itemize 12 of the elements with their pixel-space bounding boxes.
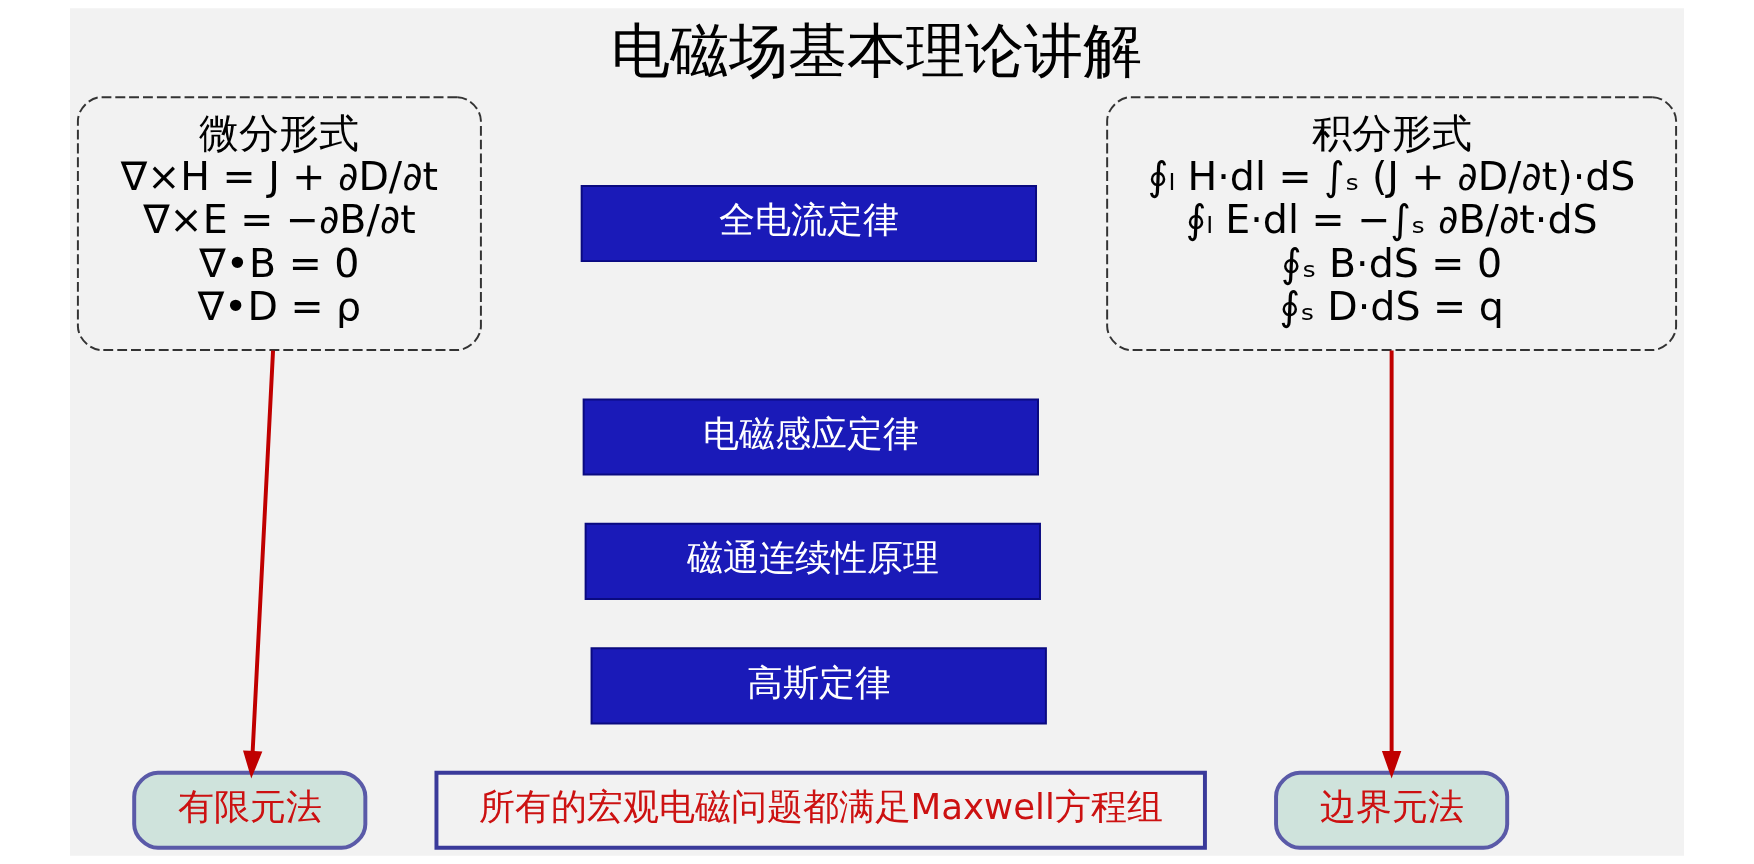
node-box: 边界元法 [1274,770,1510,850]
node-box: 高斯定律 [590,647,1047,725]
node-box: 微分形式 ∇×H = J + ∂D/∂t ∇×E = −∂B/∂t ∇•B = 0 ∇•D = ρ [76,96,482,351]
node-box: 电磁感应定律 [582,398,1039,476]
arrow [243,350,275,779]
node-box: 积分形式 ∮ₗ H·dl = ∫ₛ (J + ∂D/∂t)·dS ∮ₗ E·dl = −∫ₛ ∂B/∂t·dS ∮ₛ B·dS = 0 ∮ₛ D·dS = q [1106,96,1678,351]
node-box: 磁通连续性原理 [584,522,1041,600]
arrow [1381,350,1402,779]
diagram-title: 电磁场基本理论讲解 [611,16,1143,86]
node-box: 有限元法 [132,770,368,850]
node-box: 所有的宏观电磁问题都满足Maxwell方程组 [434,770,1207,850]
node-box: 全电流定律 [580,185,1037,263]
